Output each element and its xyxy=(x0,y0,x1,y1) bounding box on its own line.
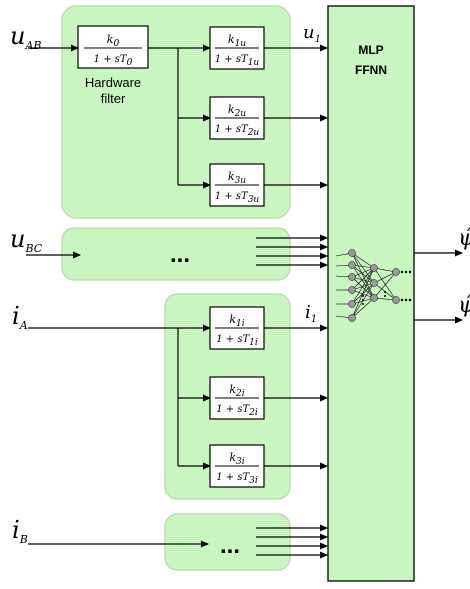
mlp-label-line2: FFNN xyxy=(355,63,387,77)
input-label-ib: iB xyxy=(12,516,28,546)
input-label-ubc: uBC xyxy=(10,225,43,255)
voltage-filter-block: k3u 1 + sT3u xyxy=(210,164,264,206)
hardware-filter-label-line1: Hardware xyxy=(85,75,141,90)
hardware-filter-block: k0 1 + sT0 xyxy=(78,26,148,68)
ellipsis-ubc: ... xyxy=(170,241,190,268)
voltage-filter-block: k2u 1 + sT2u xyxy=(210,97,264,139)
voltage-filter-block: k1u 1 + sT1u xyxy=(210,27,264,69)
input-label-uab: uAB xyxy=(10,22,42,52)
output-label-psi-1: ψ̂ xyxy=(458,226,470,251)
output-label-psi-2: ψ̂ xyxy=(458,293,470,318)
ellipsis-ib: ... xyxy=(220,532,240,559)
current-filter-block: k3i 1 + sT3i xyxy=(210,445,264,487)
signal-label-i1: i1 xyxy=(305,302,317,325)
hardware-filter-label-line2: filter xyxy=(101,91,126,106)
current-filter-block: k1i 1 + sT1i xyxy=(210,307,264,349)
current-filter-block: k2i 1 + sT2i xyxy=(210,377,264,419)
signal-label-u1: u1 xyxy=(303,22,321,45)
input-label-ia: iA xyxy=(12,302,28,332)
mlp-label-line1: MLP xyxy=(358,43,383,57)
